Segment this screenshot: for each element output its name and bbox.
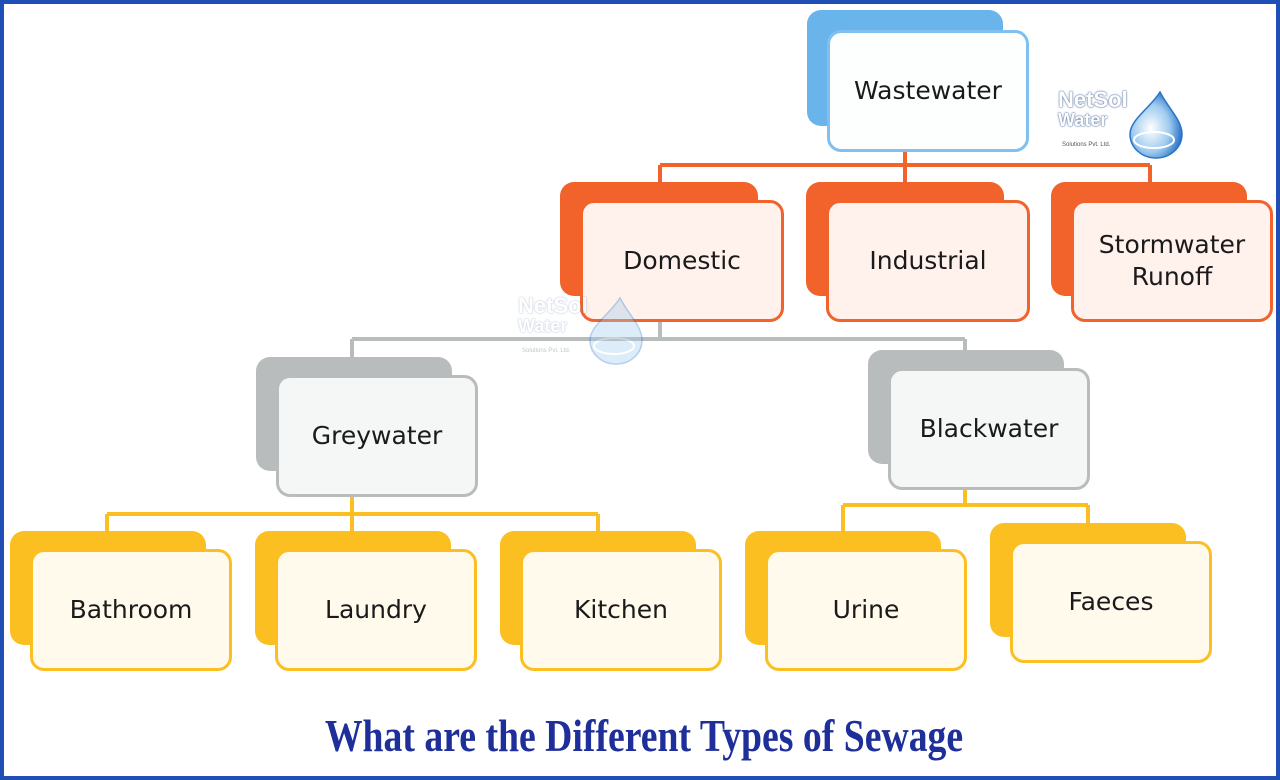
logo-tagline: Solutions Pvt. Ltd. [1062, 142, 1111, 148]
greywater-connectors [105, 478, 600, 531]
node-label: Wastewater [827, 30, 1029, 152]
node-label: Laundry [275, 549, 477, 671]
watermark-line-2: Water [518, 316, 568, 336]
node-domestic: Domestic [560, 182, 784, 322]
domestic-connectors [350, 322, 967, 357]
node-blackwater: Blackwater [868, 350, 1090, 490]
node-stormwater-runoff: Stormwater Runoff [1051, 182, 1273, 322]
node-label: Faeces [1010, 541, 1212, 663]
node-label: Bathroom [30, 549, 232, 671]
logo-line-2: Water [1058, 110, 1108, 130]
netsol-watermark: NetSol Water Solutions Pvt. Ltd. [518, 293, 648, 366]
watermark-text: NetSol Water [518, 293, 588, 337]
logo-text: NetSol Water [1058, 87, 1128, 131]
node-laundry: Laundry [255, 531, 477, 671]
node-bathroom: Bathroom [10, 531, 232, 671]
node-label: Stormwater Runoff [1071, 200, 1273, 322]
root-connectors [658, 148, 1152, 182]
node-industrial: Industrial [806, 182, 1030, 322]
node-greywater: Greywater [256, 357, 478, 497]
logo-line-1: NetSol [1058, 87, 1128, 112]
netsol-logo: NetSol Water Solutions Pvt. Ltd. [1058, 87, 1188, 160]
blackwater-connectors [841, 488, 1090, 531]
water-drop-icon [1129, 90, 1183, 159]
node-kitchen: Kitchen [500, 531, 722, 671]
node-faeces: Faeces [990, 523, 1212, 663]
node-label: Greywater [276, 375, 478, 497]
node-label: Kitchen [520, 549, 722, 671]
node-label: Domestic [580, 200, 784, 322]
node-label: Industrial [826, 200, 1030, 322]
node-label: Urine [765, 549, 967, 671]
node-label: Blackwater [888, 368, 1090, 490]
page-title: What are the Different Types of Sewage [324, 710, 964, 761]
node-wastewater: Wastewater [807, 10, 1029, 152]
watermark-tagline: Solutions Pvt. Ltd. [522, 348, 571, 354]
watermark-line-1: NetSol [518, 293, 588, 318]
node-urine: Urine [745, 531, 967, 671]
watermark-drop-icon [589, 296, 643, 365]
